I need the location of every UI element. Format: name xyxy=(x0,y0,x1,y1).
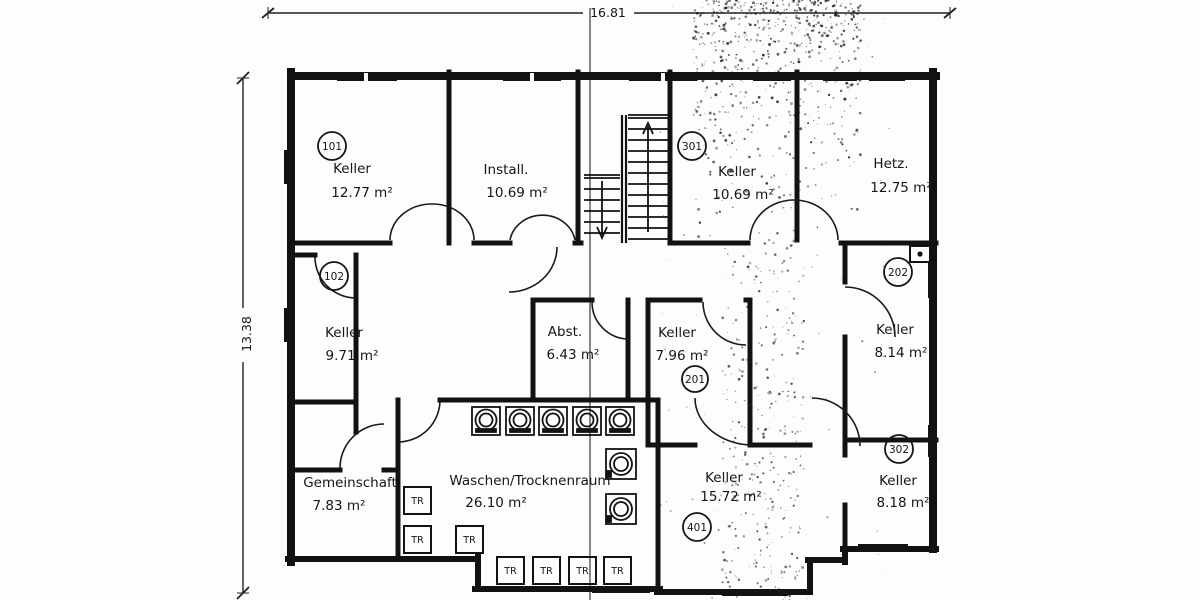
dryer-box: TR xyxy=(603,556,632,585)
svg-text:Keller: Keller xyxy=(333,161,371,177)
unit-circle-102: 102 xyxy=(319,261,349,291)
svg-text:TR: TR xyxy=(575,566,589,577)
svg-text:Waschen/Trocknenraum: Waschen/Trocknenraum xyxy=(449,473,610,489)
dryer-box: TR xyxy=(455,525,484,554)
door-keller-301-hetz xyxy=(749,199,839,241)
unit-circle-201: 201 xyxy=(681,365,709,393)
svg-text:302: 302 xyxy=(889,444,909,456)
svg-text:Install.: Install. xyxy=(484,162,529,178)
washing-machine-icon xyxy=(605,406,635,436)
svg-text:Keller: Keller xyxy=(325,325,363,341)
dryer-box: TR xyxy=(403,525,432,554)
staircase xyxy=(584,114,668,243)
door-install xyxy=(509,214,576,241)
svg-text:26.10 m²: 26.10 m² xyxy=(465,495,527,511)
door-keller-101 xyxy=(389,203,475,241)
room-label-keller-301: Keller 10.69 m² xyxy=(712,164,774,203)
svg-text:Keller: Keller xyxy=(705,470,743,486)
door-waschraum xyxy=(397,399,441,443)
washing-machine-icon xyxy=(572,406,602,436)
room-label-keller-202: Keller 8.14 m² xyxy=(875,322,928,361)
dimension-left xyxy=(236,71,250,600)
unit-circle-401: 401 xyxy=(682,512,712,542)
svg-text:10.69 m²: 10.69 m² xyxy=(712,187,774,203)
unit-circles: 101 301 102 201 202 401 302 xyxy=(317,131,914,542)
dryer-boxes: TR TR TR TR TR TR TR xyxy=(403,486,632,585)
svg-text:7.83 m²: 7.83 m² xyxy=(313,498,366,514)
room-label-keller-102: Keller 9.71 m² xyxy=(325,325,378,364)
dryer-box: TR xyxy=(496,556,525,585)
interior-walls xyxy=(288,69,939,595)
stair-up-arrow xyxy=(642,120,654,232)
svg-text:TR: TR xyxy=(503,566,517,577)
svg-text:101: 101 xyxy=(322,141,342,153)
room-label-keller-101: Keller 12.77 m² xyxy=(331,161,393,201)
room-label-keller-302: Keller 8.18 m² xyxy=(877,473,930,511)
svg-text:7.96 m²: 7.96 m² xyxy=(656,348,709,364)
washing-machine-icon xyxy=(471,406,501,436)
svg-text:201: 201 xyxy=(685,374,705,386)
door-gemeinschaft xyxy=(339,423,385,469)
washing-machine-icon xyxy=(605,448,637,480)
svg-text:TR: TR xyxy=(610,566,624,577)
svg-text:401: 401 xyxy=(687,522,707,534)
room-label-hetz: Hetz. 12.75 m² xyxy=(870,156,932,196)
door-keller-401 xyxy=(694,397,754,446)
stair-down-arrow xyxy=(596,181,608,241)
dryer-box: TR xyxy=(403,486,432,515)
svg-text:Hetz.: Hetz. xyxy=(873,156,908,172)
svg-text:8.18 m²: 8.18 m² xyxy=(877,495,930,511)
electric-symbol xyxy=(909,245,931,263)
room-label-install: Install. 10.69 m² xyxy=(484,162,548,201)
svg-text:TR: TR xyxy=(539,566,553,577)
svg-text:Keller: Keller xyxy=(879,473,917,489)
svg-text:Gemeinschaft: Gemeinschaft xyxy=(303,475,397,491)
svg-text:TR: TR xyxy=(410,496,424,507)
unit-circle-101: 101 xyxy=(317,131,347,161)
svg-text:202: 202 xyxy=(888,267,908,279)
svg-text:12.75 m²: 12.75 m² xyxy=(870,180,932,196)
svg-text:6.43 m²: 6.43 m² xyxy=(547,347,600,363)
svg-text:12.77 m²: 12.77 m² xyxy=(331,185,393,201)
svg-text:102: 102 xyxy=(324,271,344,283)
dryer-box: TR xyxy=(568,556,597,585)
washing-machine-icon xyxy=(538,406,568,436)
door-abst xyxy=(591,301,630,340)
unit-circle-302: 302 xyxy=(884,434,914,464)
svg-text:Keller: Keller xyxy=(718,164,756,180)
svg-text:15.72 m²: 15.72 m² xyxy=(700,489,762,505)
door-arcs xyxy=(314,199,896,469)
room-label-abst: Abst. 6.43 m² xyxy=(547,324,600,363)
dimension-left-label: 13.38 xyxy=(239,316,254,352)
dimension-top-label: 16.81 xyxy=(590,5,626,20)
svg-text:301: 301 xyxy=(682,141,702,153)
door-corridor-install xyxy=(508,246,558,293)
unit-circle-202: 202 xyxy=(883,257,913,287)
room-label-waschraum: Waschen/Trocknenraum 26.10 m² xyxy=(449,473,610,511)
dryer-box: TR xyxy=(532,556,561,585)
svg-text:TR: TR xyxy=(462,535,476,546)
door-keller-201 xyxy=(702,301,747,346)
window-marks xyxy=(284,73,936,596)
svg-text:Abst.: Abst. xyxy=(548,324,582,340)
room-labels: Keller 12.77 m² Install. 10.69 m² Keller… xyxy=(303,156,932,514)
svg-text:Keller: Keller xyxy=(658,325,696,341)
washing-machines xyxy=(471,406,637,525)
unit-circle-301: 301 xyxy=(677,131,707,161)
door-keller-102 xyxy=(314,256,357,299)
scan-noise xyxy=(659,0,891,600)
svg-text:Keller: Keller xyxy=(876,322,914,338)
room-label-keller-201: Keller 7.96 m² xyxy=(656,325,709,364)
washing-machine-icon xyxy=(505,406,535,436)
door-keller-202 xyxy=(844,286,896,338)
svg-text:10.69 m²: 10.69 m² xyxy=(486,185,548,201)
svg-text:8.14 m²: 8.14 m² xyxy=(875,345,928,361)
dimension-top xyxy=(261,7,957,19)
washing-machine-icon xyxy=(605,493,637,525)
svg-text:9.71 m²: 9.71 m² xyxy=(326,348,379,364)
door-corridor-302 xyxy=(811,397,861,447)
room-label-gemeinschaft: Gemeinschaft 7.83 m² xyxy=(303,475,397,514)
svg-text:TR: TR xyxy=(410,535,424,546)
